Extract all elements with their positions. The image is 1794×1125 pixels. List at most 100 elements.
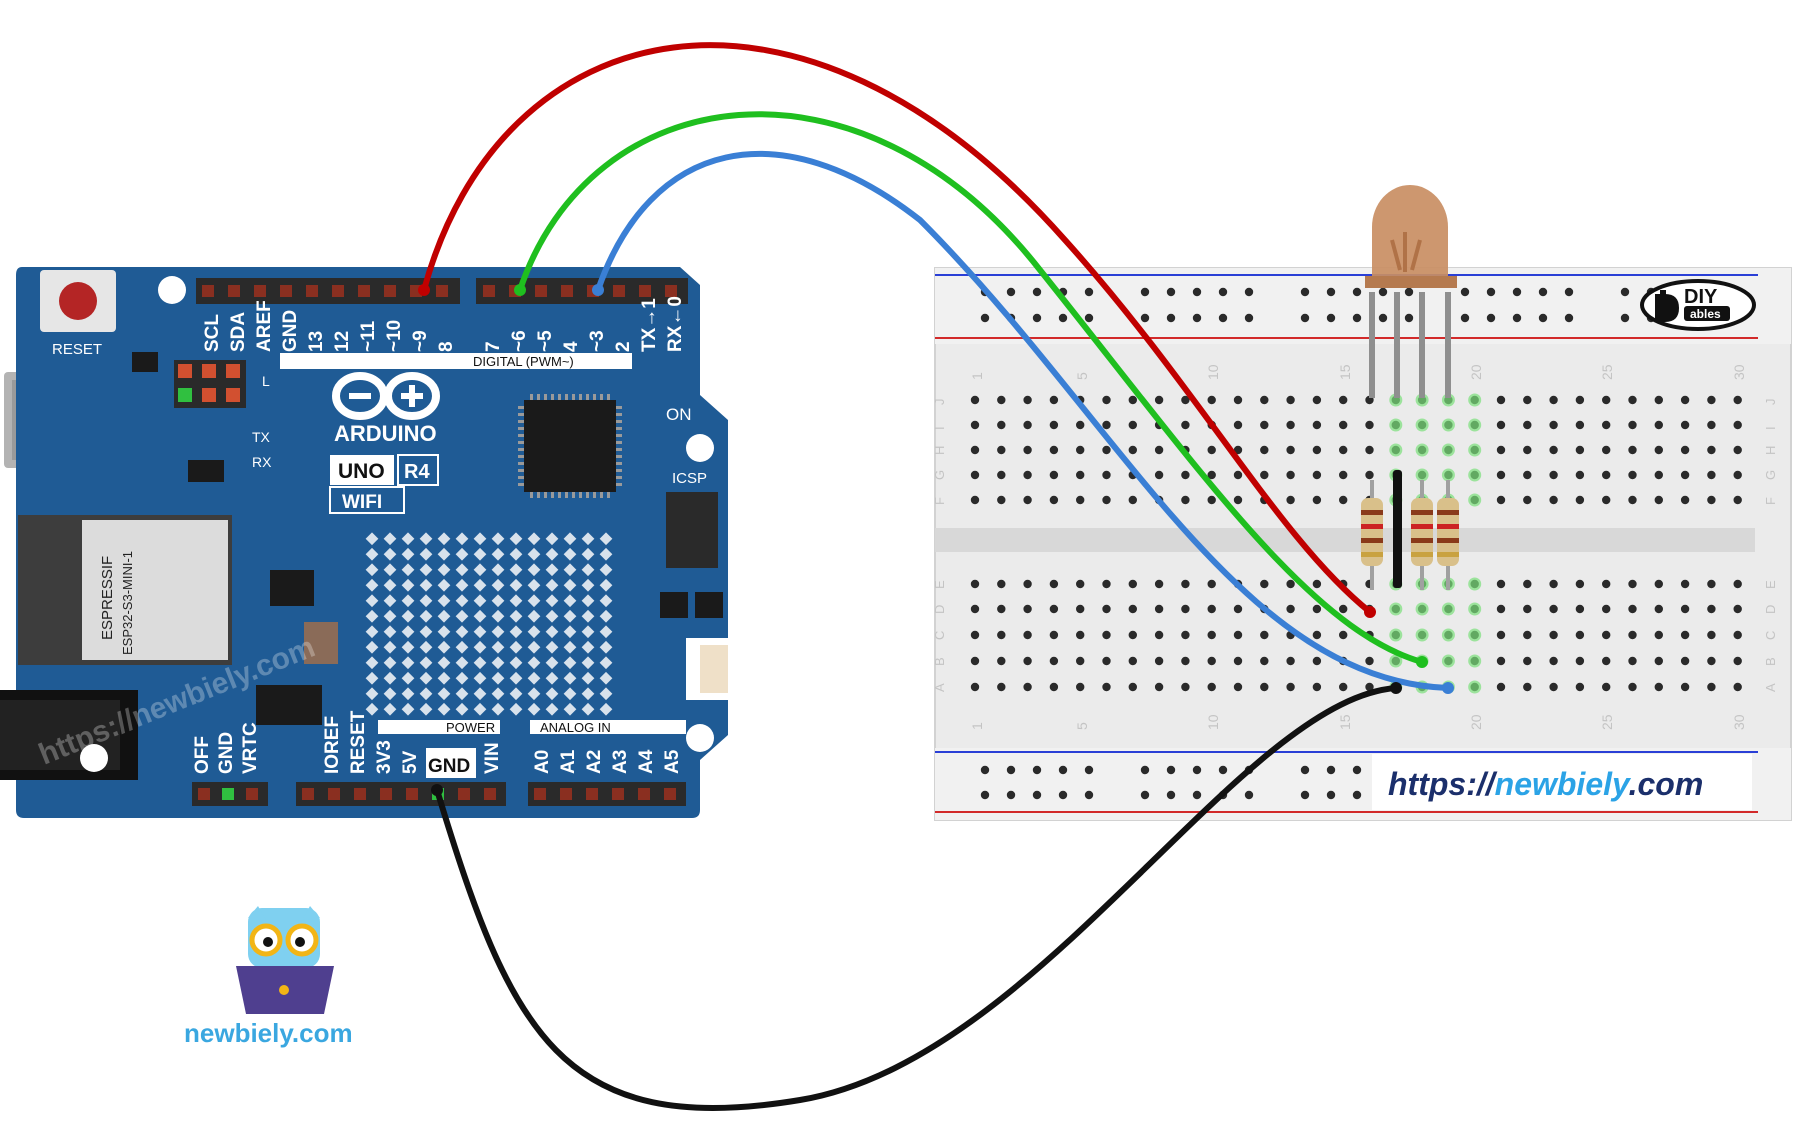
chip-pin [518,406,524,409]
breadboard-hole [970,445,980,455]
breadboard-hole [1339,682,1348,692]
rail-hole [1326,313,1336,323]
breadboard-hole [1076,579,1085,589]
chip-pin [530,492,533,498]
breadboard-hole [1049,420,1059,430]
matrix-led [401,702,415,716]
breadboard-hole [1233,495,1243,505]
chip-pin [537,492,540,498]
breadboard-hole [1181,656,1190,666]
breadboard-hole [1128,604,1138,614]
rail-hole [1192,765,1202,775]
matrix-led [365,625,379,639]
resistor-band [1361,538,1383,543]
breadboard-hole [1339,495,1348,505]
matrix-led [491,532,505,546]
connected-hole [1441,443,1455,457]
matrix-led [401,671,415,685]
breadboard-hole [1023,445,1032,455]
module-label-2: ESP32-S3-MINI-1 [120,551,135,655]
rail-hole [1218,313,1228,323]
breadboard-hole [1575,445,1585,455]
power-pin-label: 5V [400,750,421,774]
tx-label: TX [252,429,271,445]
breadboard-hole [1654,395,1664,405]
breadboard-hole [1181,420,1190,430]
rail-hole [1032,765,1042,775]
breadboard-hole [1549,604,1558,614]
rail-hole [1192,287,1202,297]
header-pin [358,285,370,297]
svg-text:https://newbiely.com: https://newbiely.com [1388,766,1703,802]
power-pin-label: IOREF [322,716,343,774]
chip-pin [518,469,524,472]
breadboard-hole [1260,420,1269,430]
resistor-band [1437,552,1459,557]
matrix-led [383,594,397,608]
on-label: ON [666,405,692,424]
connected-hole [1468,393,1482,407]
breadboard-hole [1602,395,1611,405]
rail-hole [1460,313,1470,323]
header-pin [202,285,214,297]
matrix-led [473,640,487,654]
analog-pin-label: A1 [558,749,579,774]
breadboard-hole [1654,682,1664,692]
rail-hole [1300,765,1310,775]
header-pin [535,285,547,297]
header-pin [613,285,625,297]
rail-hole [980,790,990,800]
matrix-led [545,640,559,654]
top-header-label: ~11 [358,320,379,352]
breadboard-hole [1049,495,1059,505]
breadboard-hole [1496,604,1506,614]
matrix-led [545,671,559,685]
breadboard-hole [997,395,1006,405]
breadboard-hole [1549,495,1558,505]
resistor-band [1411,552,1433,557]
matrix-led [473,625,487,639]
rail-hole [1140,313,1150,323]
breadboard-hole [1312,682,1322,692]
matrix-led [563,671,577,685]
chip-pin [518,420,524,423]
matrix-led [365,656,379,670]
breadboard-hole [1260,682,1269,692]
breadboard-hole [1654,470,1664,480]
matrix-led [563,547,577,561]
chip-pin [593,492,596,498]
breadboard-hole [1260,630,1269,640]
matrix-led [383,702,397,716]
column-number: 10 [1205,364,1221,380]
breadboard-hole [1496,630,1506,640]
breadboard-hole [1339,630,1348,640]
breadboard-hole [1523,579,1532,589]
matrix-led [473,594,487,608]
header-pin [380,788,392,800]
rail-hole [1166,790,1176,800]
matrix-led [437,702,451,716]
breadboard-hole [1680,656,1690,666]
breadboard-hole [1680,420,1690,430]
chip-pin [518,462,524,465]
matrix-led [473,609,487,623]
matrix-led [401,609,415,623]
breadboard-hole [1575,656,1585,666]
breadboard-hole [1023,420,1032,430]
breadboard-hole [1575,420,1585,430]
analog-pin-label: A5 [662,749,683,774]
matrix-led [563,594,577,608]
column-number: 15 [1337,714,1353,730]
breadboard-hole [1049,656,1059,666]
breadboard-hole [1654,604,1664,614]
matrix-led [581,687,595,701]
breadboard-hole [1286,445,1295,455]
matrix-led [527,578,541,592]
breadboard-hole [1365,656,1374,666]
header-pin [384,285,396,297]
header-pin [280,285,292,297]
chip-pin [572,492,575,498]
breadboard-hole [1286,395,1295,405]
diyables-logo-top: DIY [1684,286,1718,308]
row-letter: E [932,580,947,589]
